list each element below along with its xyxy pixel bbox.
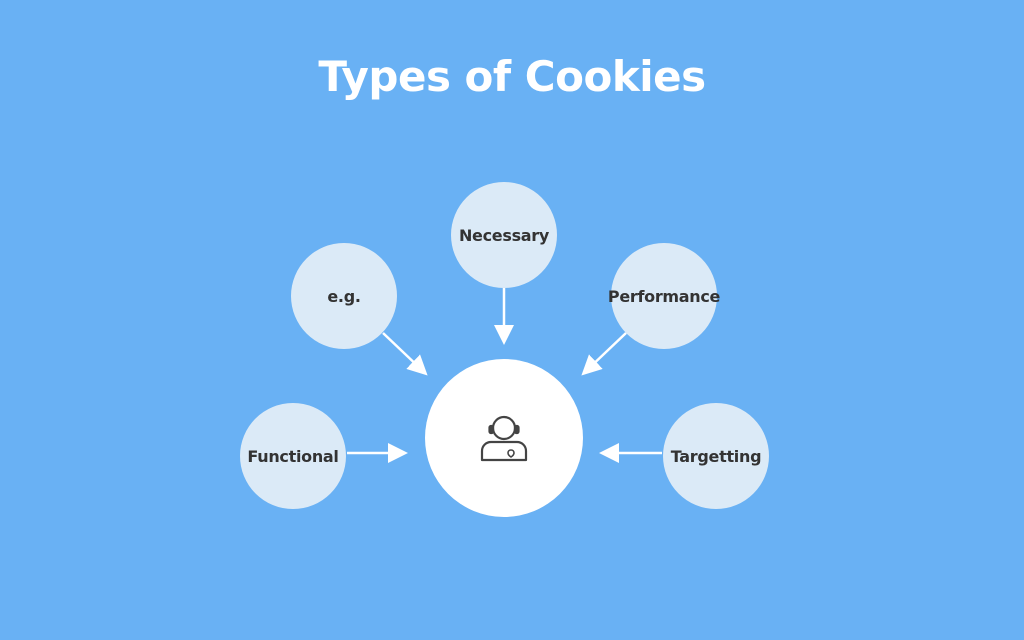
node-label: Necessary [458, 225, 550, 245]
node-eg: e.g. [291, 243, 397, 349]
node-performance: Performance [607, 243, 721, 349]
diagram-title: Types of Cookies [318, 52, 706, 101]
arrow-eg [382, 332, 428, 376]
node-targetting: Targetting [663, 403, 769, 509]
node-necessary: Necessary [451, 182, 557, 288]
node-label: Targetting [670, 446, 762, 466]
node-label: e.g. [327, 286, 361, 306]
node-label: Functional [247, 446, 339, 466]
user-headset-icon [480, 415, 528, 462]
arrow-performance [581, 332, 627, 376]
node-label: Performance [607, 286, 721, 306]
central-hub [425, 359, 583, 517]
node-functional: Functional [240, 403, 346, 509]
